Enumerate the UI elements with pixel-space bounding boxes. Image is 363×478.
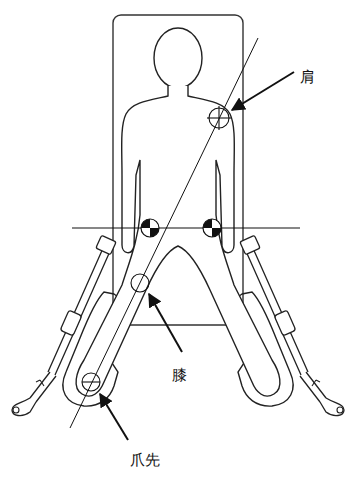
leader-arrow <box>232 72 294 110</box>
center-of-gravity <box>141 219 159 237</box>
alignment-line <box>70 38 258 428</box>
leader-arrow <box>100 394 128 440</box>
part-label: 膝 <box>172 366 187 384</box>
part-label: 爪先 <box>130 451 160 469</box>
toe-marker <box>82 373 100 391</box>
shoulder-marker <box>207 106 231 130</box>
center-of-gravity <box>203 219 221 237</box>
part-label: 肩 <box>300 68 315 86</box>
hip-line <box>72 227 300 228</box>
leader-arrow <box>149 294 182 352</box>
body-outline <box>76 86 280 396</box>
knee-marker <box>131 274 149 292</box>
head <box>154 28 202 88</box>
